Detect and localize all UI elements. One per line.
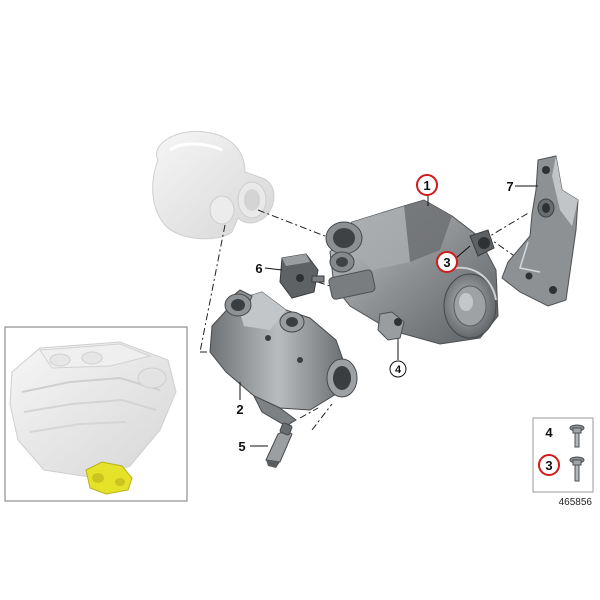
fastener-legend: 4 3	[532, 417, 594, 493]
screw-icon	[569, 456, 585, 482]
engine-highlight-pump	[85, 461, 133, 495]
engine-location-inset	[4, 326, 188, 502]
callout-3: 3	[436, 251, 458, 273]
bolt-icon	[569, 424, 585, 448]
callout-1: 1	[416, 174, 438, 196]
reference-number: 465856	[559, 497, 593, 508]
electric-water-pump	[325, 199, 499, 345]
callout-5: 5	[238, 439, 245, 454]
leader-lines	[239, 185, 538, 447]
callout-4: 4	[389, 360, 407, 378]
svg-text:1: 1	[423, 178, 430, 193]
engine-ghost	[9, 341, 177, 479]
legend-label-3: 3	[545, 458, 552, 473]
callout-6: 6	[255, 261, 262, 276]
svg-text:4: 4	[395, 364, 402, 376]
thermostat-housing	[209, 289, 358, 427]
svg-text:3: 3	[443, 255, 450, 270]
bracket	[501, 155, 579, 307]
callout-2: 2	[236, 402, 243, 417]
sensor-connector	[279, 253, 325, 299]
ghost-intake-part	[152, 130, 275, 240]
legend-label-4: 4	[545, 425, 553, 440]
temperature-sensor	[265, 422, 293, 468]
callout-7: 7	[506, 179, 513, 194]
pump-bolt	[394, 318, 402, 326]
